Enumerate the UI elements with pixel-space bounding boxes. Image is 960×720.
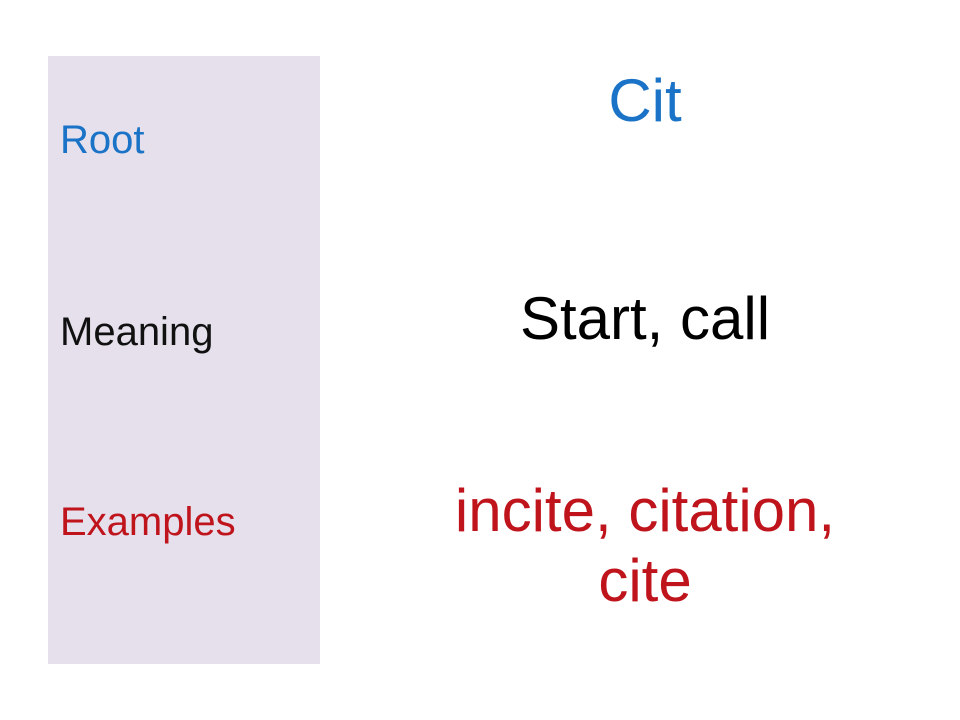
examples-label: Examples [60,500,236,544]
root-value: Cit [608,67,682,134]
examples-value-line-1: incite, citation, [454,477,836,544]
examples-value: incite, citation, cite [330,476,960,616]
meaning-value: Start, call [519,285,771,352]
examples-value-line-2: cite [598,547,692,615]
label-sidebar [48,56,320,664]
meaning-label: Meaning [60,310,214,354]
root-label: Root [60,118,145,162]
